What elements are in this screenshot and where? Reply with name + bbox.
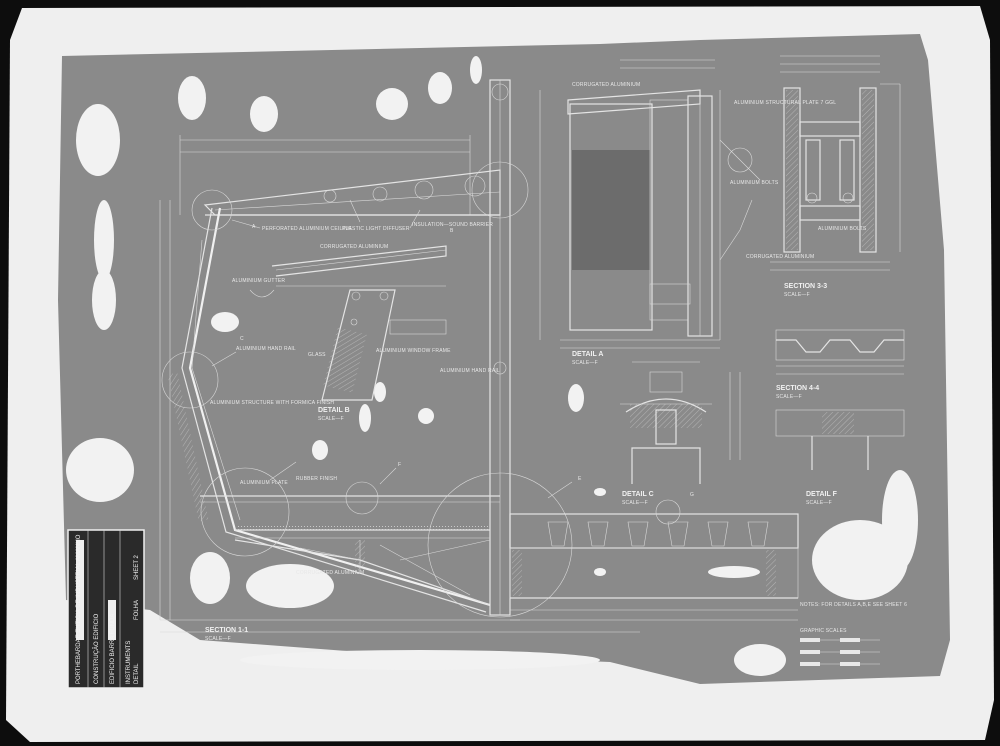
notes-area: NOTES: FOR DETAILS A,B,E SEE SHEET 6 GRA… <box>800 602 907 666</box>
label-corrugated-aluminium: CORRUGATED ALUMINIUM <box>296 570 364 576</box>
detail-circle-c <box>161 351 219 409</box>
label-aluminium-window: ALUMINIUM WINDOW FRAME <box>376 348 451 354</box>
detail-c-title: DETAIL C <box>622 491 654 498</box>
label-insulation: INSULATION—SOUND BARRIER <box>412 222 493 228</box>
detail-circle-b <box>471 161 529 219</box>
detail-f-title: DETAIL F <box>806 491 838 498</box>
tb-line3: EDIFICIO BARRA FUNDA <box>110 614 116 684</box>
notes-text: NOTES: FOR DETAILS A,B,E SEE SHEET 6 <box>800 602 907 608</box>
label-aluminium-structural: ALUMINIUM STRUCTURAL PLATE 7 GGL <box>734 100 836 106</box>
graphic-scales-title: GRAPHIC SCALES <box>800 628 847 634</box>
tb-line4: INSTRUMENTS <box>126 641 132 684</box>
label-glass: GLASS <box>308 352 326 358</box>
detail-a-title: DETAIL A <box>572 351 603 358</box>
label-rubber-finish: RUBBER FINISH <box>296 476 337 482</box>
detail-b-title: DETAIL B <box>318 407 350 414</box>
label-aluminium-ceiling: PERFORATED ALUMINIUM CEILING <box>262 226 352 232</box>
section-3-title: SECTION 3-3 <box>784 283 827 290</box>
detail-circle-e <box>427 472 573 618</box>
tb-line5: DETAIL <box>134 663 140 684</box>
section-1-title: SECTION 1-1 <box>205 627 248 634</box>
border-splotches <box>66 56 918 676</box>
label-aluminium-bolts-2: ALUMINIUM BOLTS <box>818 226 867 232</box>
detail-a-scale: SCALE—F <box>572 360 598 366</box>
label-handrail-2: ALUMINIUM HAND RAIL <box>440 368 500 374</box>
label-corrugated-a: CORRUGATED ALUMINIUM <box>572 82 640 88</box>
mark-b: B <box>450 228 454 234</box>
mark-c: C <box>240 336 244 342</box>
detail-circle-f <box>345 481 379 515</box>
detail-c: DETAIL C SCALE—F <box>620 361 741 506</box>
section-4-title: SECTION 4-4 <box>776 385 819 392</box>
label-aluminium-plate: ALUMINIUM PLATE <box>240 480 288 486</box>
tb-line1: PORTHEBARDAE EHTICIA DE INDUSTRIAL AMANH… <box>76 534 82 684</box>
detail-f: DETAIL F SCALE—F <box>775 409 905 506</box>
detail-c-scale: SCALE—F <box>622 500 648 506</box>
label-hand-rail: ALUMINIUM HAND RAIL <box>236 346 296 352</box>
label-aluminium-gutter: ALUMINIUM GUTTER <box>232 278 285 284</box>
section-3-scale: SCALE—F <box>784 292 810 298</box>
deck-ribs <box>547 521 769 547</box>
title-block: PORTHEBARDAE EHTICIA DE INDUSTRIAL AMANH… <box>67 529 145 689</box>
section-1-scale: SCALE—F <box>205 636 231 642</box>
section-4-4: SECTION 4-4 SCALE—F <box>775 329 905 400</box>
tb-line2: CONSTRUÇÃO EDIFICIO <box>93 613 100 684</box>
detail-circle-d <box>200 467 290 557</box>
label-corrugated-b: CORRUGATED ALUMINIUM <box>320 244 388 250</box>
section-1-1: PERFORATED ALUMINIUM CEILING PLASTIC LIG… <box>159 79 694 642</box>
label-corrugated-a2: CORRUGATED ALUMINIUM <box>746 254 814 260</box>
detail-f-scale: SCALE—F <box>806 500 832 506</box>
detail-a: CORRUGATED ALUMINIUM CORRUGATED ALUMINIU… <box>539 59 814 366</box>
detail-circle-a <box>191 189 233 231</box>
mark-f: F <box>398 462 401 468</box>
floor-deck-section <box>509 499 799 621</box>
detail-b: CORRUGATED ALUMINIUM GLASS ALUMINIUM WIN… <box>249 244 451 422</box>
label-plastic-light: PLASTIC LIGHT DIFFUSER <box>342 226 410 232</box>
label-aluminium-bolts-1: ALUMINIUM BOLTS <box>730 180 779 186</box>
detail-b-scale: SCALE—F <box>318 416 344 422</box>
label-structure: ALUMINIUM STRUCTURE WITH FORMICA FINISH <box>210 400 334 406</box>
mark-e: E <box>578 476 582 482</box>
section-3-3: ALUMINIUM STRUCTURAL PLATE 7 GGL ALUMINI… <box>730 55 901 298</box>
mark-a: A <box>252 224 256 230</box>
tb-sheet-no: SHEET 2 <box>134 554 140 580</box>
section-4-scale: SCALE—F <box>776 394 802 400</box>
tb-line6: FOLHA <box>134 600 140 620</box>
mark-g: G <box>690 492 694 498</box>
